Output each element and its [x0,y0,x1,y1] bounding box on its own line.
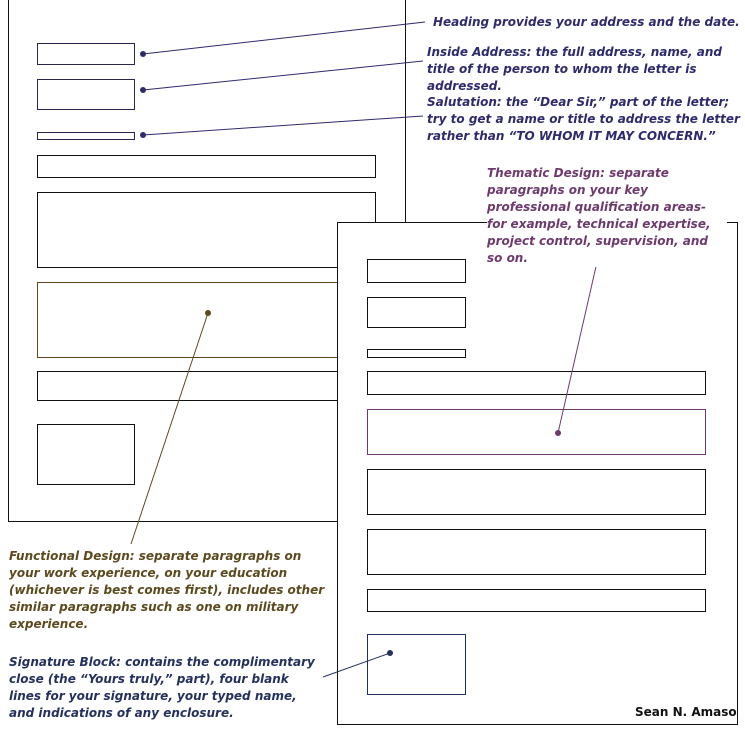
closing-paragraph-box [37,371,338,401]
inside-address-leader [142,60,424,91]
heading-note: Heading provides your address and the da… [433,15,740,29]
inside-address-note: Inside Address: the full address, name, … [427,45,722,93]
body-paragraph-box-2 [367,469,706,515]
heading-dot [140,51,146,57]
thematic-paragraph-box [367,409,706,455]
heading-box-2 [367,259,466,283]
left-signature-box [37,424,135,485]
thematic-dot [555,430,561,436]
body-paragraph-box-3 [367,529,706,575]
signature-note: Signature Block: contains the compliment… [9,655,315,720]
signature-block-box [367,634,466,695]
functional-note: Functional Design: separate paragraphs o… [9,549,325,631]
salutation-dot [140,132,146,138]
salutation-leader [142,115,424,136]
salutation-box-2 [367,349,466,358]
heading-box [37,43,135,65]
inside-address-dot [140,87,146,93]
salutation-note: Salutation: the “Dear Sir,” part of the … [427,95,740,143]
inside-address-box [37,79,135,110]
body-paragraph-box [37,192,376,268]
intro-paragraph-box [37,155,376,178]
closing-paragraph-box-2 [367,589,706,612]
heading-leader [142,21,426,55]
functional-leader [130,312,209,545]
inside-address-box-2 [367,297,466,328]
functional-dot [205,310,211,316]
signature-leader [322,652,391,678]
functional-paragraph-box [37,282,338,358]
salutation-box [37,132,135,140]
signature-dot [387,650,393,656]
author-name: Sean N. Amaso [635,705,737,719]
thematic-leader [557,248,601,434]
intro-paragraph-box-2 [367,371,706,395]
thematic-note: Thematic Design: separate paragraphs on … [487,165,727,267]
